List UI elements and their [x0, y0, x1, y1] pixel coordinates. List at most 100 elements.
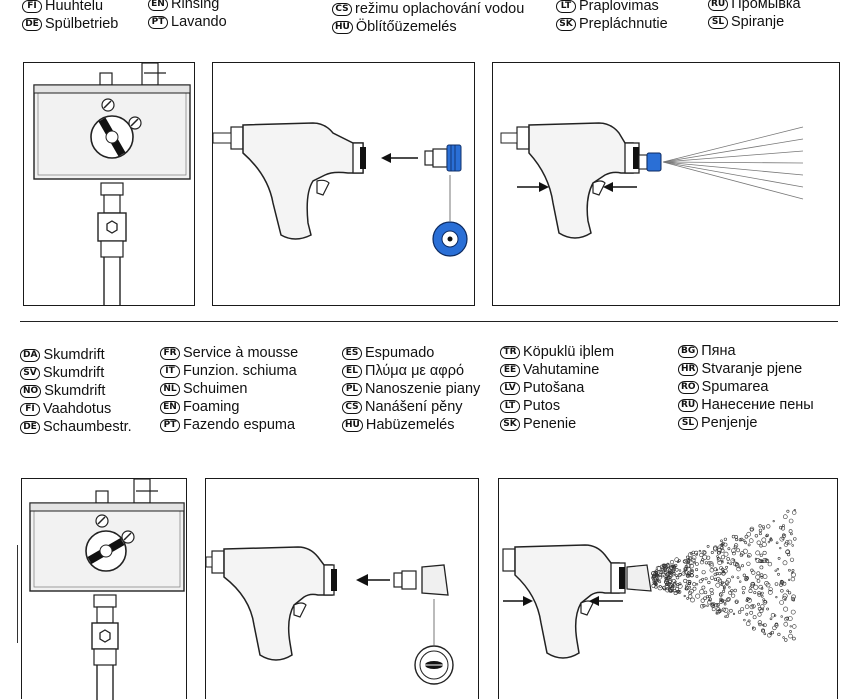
- lang-code-badge: EE: [500, 363, 520, 377]
- lang-label: Service à mousse: [183, 345, 299, 361]
- lang-label: Praplovimas: [579, 0, 659, 14]
- lang-code-badge: PL: [342, 382, 362, 396]
- lang-code-badge: FI: [22, 0, 42, 13]
- lang-label: Промывка: [731, 0, 801, 12]
- lang-label: Πλύμα με αφρό: [365, 363, 465, 379]
- lang-label: Prepláchnutie: [579, 16, 668, 32]
- lang-label: Espumado: [365, 345, 435, 361]
- lang-code-badge: DE: [22, 17, 42, 31]
- lang-code-badge: DA: [20, 348, 41, 362]
- lang-code-badge: IT: [160, 364, 180, 378]
- lang-label: Öblítőüzemelés: [355, 19, 457, 35]
- lang-label: Penjenje: [701, 415, 758, 431]
- lang-code-badge: CS: [332, 2, 352, 16]
- lang-label: Fazendo espuma: [183, 417, 296, 433]
- lang-code-badge: PT: [148, 15, 168, 29]
- lang-code-badge: FR: [160, 346, 180, 360]
- lang-label: Habüzemelés: [365, 417, 455, 433]
- gun-nozzle-attach-illustration: [213, 122, 468, 257]
- gun-rinse-spray-illustration: [500, 122, 804, 239]
- foam-nozzle-icon: [626, 564, 652, 592]
- lang-code-badge: EL: [342, 364, 362, 378]
- lang-label: Putošana: [523, 380, 585, 396]
- lang-label: Vahutamine: [523, 362, 600, 378]
- lang-code-badge: TR: [500, 345, 520, 359]
- lang-label: Skumdrift: [44, 383, 106, 399]
- lang-label: Lavando: [171, 14, 227, 30]
- lang-code-badge: FI: [20, 402, 40, 416]
- lang-code-badge: HU: [332, 20, 353, 34]
- lang-code-badge: HU: [342, 418, 363, 432]
- foam-attach-nozzle-panel: [205, 478, 479, 699]
- rinse-spray-panel: [492, 62, 840, 306]
- lang-label: Köpuklü iþlem: [523, 344, 615, 360]
- lang-code-badge: SL: [708, 15, 728, 29]
- lang-label: Nanášení pěny: [365, 399, 463, 415]
- rinse-control-unit-panel: [23, 62, 195, 306]
- foam-spray-cloud: [651, 509, 797, 642]
- lang-label: Spumarea: [701, 379, 769, 395]
- lang-code-badge: NL: [160, 382, 180, 396]
- panel-edge-line: [17, 545, 18, 643]
- lang-code-badge: RO: [678, 380, 699, 394]
- lang-label: Schuimen: [183, 381, 248, 397]
- control-unit-illustration: [33, 63, 191, 305]
- lang-code-badge: NO: [20, 384, 42, 398]
- lang-code-badge: EN: [148, 0, 168, 11]
- lang-code-badge: SK: [556, 17, 576, 31]
- lang-code-badge: SL: [678, 416, 698, 430]
- lang-label: Spülbetrieb: [45, 16, 119, 32]
- lang-label: Stvaranje pjene: [701, 361, 803, 377]
- lang-code-badge: ES: [342, 346, 362, 360]
- blue-rinse-nozzle-icon: [446, 144, 462, 172]
- lang-label: Foaming: [183, 399, 240, 415]
- lang-code-badge: LT: [500, 399, 520, 413]
- lang-code-badge: RU: [678, 398, 699, 412]
- foam-spray-panel: [498, 478, 838, 699]
- lang-code-badge: LV: [500, 381, 520, 395]
- lang-code-badge: BG: [678, 344, 699, 358]
- lang-label: Nanoszenie piany: [365, 381, 481, 397]
- lang-label: Пяна: [701, 343, 736, 359]
- lang-code-badge: RU: [708, 0, 729, 11]
- lang-code-badge: PT: [160, 418, 180, 432]
- lang-label: Funzion. schiuma: [183, 363, 297, 379]
- lang-label: Huuhtelu: [45, 0, 104, 14]
- lang-code-badge: EN: [160, 400, 180, 414]
- blue-rinse-nozzle-icon: [646, 152, 662, 172]
- foam-control-unit-panel: [21, 478, 187, 700]
- lang-label: Schaumbestr.: [43, 419, 132, 435]
